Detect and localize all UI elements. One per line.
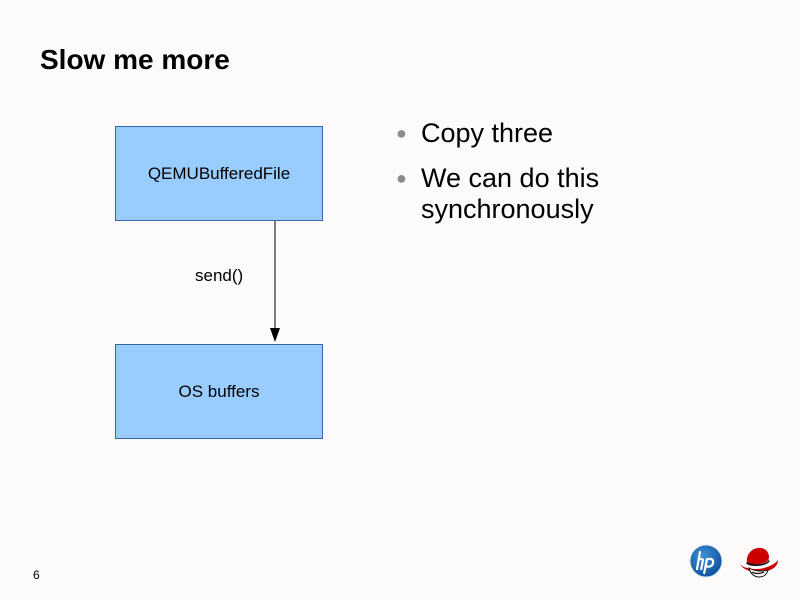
diagram-edge-label: send() [195,266,244,285]
slide-title: Slow me more [40,44,230,75]
bullet-item: ● We can do this synchronously [396,163,696,225]
diagram-node-label: OS buffers [178,381,260,401]
diagram-node-os-buffers: OS buffers [115,344,323,439]
bullet-text: We can do this synchronously [421,163,600,224]
bullet-dot-icon: ● [396,123,407,143]
hp-logo-icon [689,544,723,578]
bullet-text: Copy three [421,118,554,148]
bullet-dot-icon: ● [396,168,407,188]
arrow-head [270,328,280,342]
page-number: 6 [33,568,40,582]
red-hat-logo-icon [740,547,778,578]
diagram-node-qemubufferedfile: QEMUBufferedFile [115,126,323,221]
bullet-list: ● Copy three ● We can do this synchronou… [396,118,696,239]
diagram-node-label: QEMUBufferedFile [147,163,291,183]
bullet-item: ● Copy three [396,118,696,149]
